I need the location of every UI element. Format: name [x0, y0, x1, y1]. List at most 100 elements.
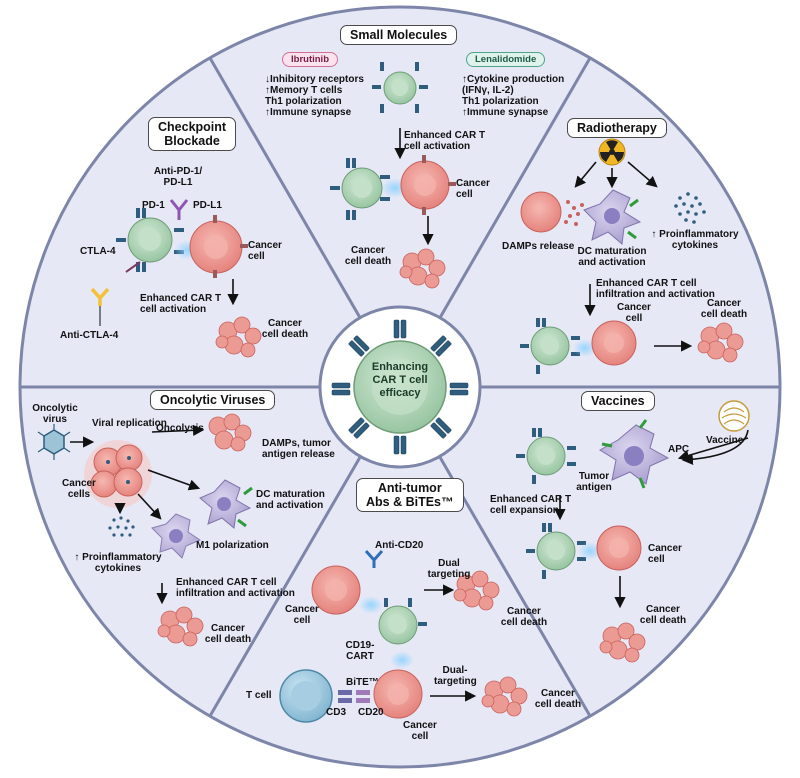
at-cd19-line-1: CD19- [345, 640, 375, 651]
at-dual-line-2: targeting [427, 569, 471, 580]
cp-cancer-cell-label: Cancer cell [248, 240, 282, 262]
ov-enhanced-line-1: Enhanced CAR T cell [176, 577, 277, 588]
checkpoint-title: Checkpoint Blockade [148, 117, 237, 151]
lenalidomide-effects: ↑Cytokine production (IFNγ, IL-2) Th1 po… [462, 74, 564, 118]
center-line-1: Enhancing [371, 361, 429, 373]
at-death2-line-1: Cancer [541, 688, 575, 699]
rt-cancer-cell [591, 320, 637, 366]
ibrutinib-effects: ↓Inhibitory receptors ↑Memory T cells Th… [265, 74, 364, 118]
cp-cancer-line-2: cell [248, 251, 265, 262]
lenalidomide-effect-1: ↑Cytokine production [462, 74, 565, 85]
ov-replication-label: Viral replication [92, 418, 167, 429]
vax-apc-cell [599, 419, 670, 489]
ov-virus-label: Oncolytic virus [30, 403, 80, 425]
ov-cancer-line-2: cells [67, 489, 91, 500]
ov-m1-cell [151, 513, 202, 559]
rt-dc-line-1: DC maturation [577, 246, 647, 257]
vax-cancer-death [599, 622, 646, 663]
at-cancer-death [453, 570, 500, 611]
center-line-2: CAR T cell [372, 374, 428, 386]
vax-antigen-line-1: Tumor [578, 471, 610, 482]
rt-enhanced-line-2: infiltration and activation [596, 289, 715, 300]
sm-cancer-cell-label: Cancer cell [456, 178, 490, 200]
at-death2-line-2: cell death [534, 699, 582, 710]
rt-tcell [520, 318, 580, 374]
ov-death-line-2: cell death [204, 634, 252, 645]
ov-death-label: Cancer cell death [200, 623, 256, 645]
rt-enhanced-label: Enhanced CAR T cell infiltration and act… [596, 278, 715, 300]
ov-death-line-1: Cancer [211, 623, 245, 634]
ibrutinib-effect-4: ↑Immune synapse [265, 107, 352, 118]
vax-antigen-line-2: antigen [576, 482, 612, 493]
vax-death-label: Cancer cell death [636, 604, 690, 626]
at-cd20-label: CD20 [358, 707, 384, 718]
at-cancer-cell [311, 565, 361, 615]
ov-dc-cell [199, 479, 253, 529]
sm-cancer-death [399, 248, 446, 289]
rt-proinflam-label: ↑ Proinflammatory cytokines [650, 229, 740, 251]
cp-cancer-cell [189, 215, 248, 278]
vax-tcell2 [526, 523, 586, 579]
at-cancer-line-1: Cancer [285, 604, 319, 615]
vaccine-curve-arrow [681, 429, 749, 465]
rt-death-line-2: cell death [700, 309, 748, 320]
bite-molecule-icon [338, 690, 370, 703]
cp-activation-label: Enhanced CAR T cell activation [140, 293, 221, 315]
pd1-antibody-icon [169, 199, 189, 220]
cp-cancer-death [215, 316, 262, 358]
ov-enhanced-line-2: infiltration and activation [176, 588, 295, 599]
cp-activation-line-1: Enhanced CAR T [140, 293, 222, 304]
pdl1-label: PD-L1 [193, 200, 222, 211]
lenalidomide-effect-3: Th1 polarization [462, 96, 539, 107]
at-dual-label: Dual targeting [424, 558, 474, 580]
lenalidomide-effect-2: (IFNγ, IL-2) [462, 85, 514, 96]
vax-death-line-1: Cancer [646, 604, 680, 615]
ov-cancer-death [157, 606, 204, 647]
vax-cancer-cell [596, 525, 642, 571]
rt-cancer-line-1: Cancer [617, 302, 651, 313]
rt-cancer-death [697, 322, 744, 363]
vax-cancer-line-1: Cancer [648, 543, 682, 554]
at-death1-line-2: cell death [500, 617, 548, 628]
at-cancer-cell-label: Cancer cell [284, 604, 320, 626]
at-dual-line-1: Dual [438, 558, 460, 569]
vax-death-line-2: cell death [639, 615, 687, 626]
antitumor-title-line-2: Abs & BiTEs™ [366, 495, 454, 509]
anti-pd1-line-2: PD-L1 [163, 177, 193, 188]
ov-dc-line-2: and activation [256, 500, 324, 511]
at-cancer2-line-1: Cancer [403, 720, 437, 731]
center-car-t-cell [331, 319, 469, 455]
antitumor-title-line-1: Anti-tumor [377, 481, 442, 495]
ibrutinib-effect-3: Th1 polarization [265, 96, 342, 107]
rt-cancer-line-2: cell [625, 313, 643, 324]
at-cancer-cell2 [373, 669, 423, 719]
ov-cancer-line-1: Cancer [62, 478, 96, 489]
vax-expansion-line-1: Enhanced CAR T [490, 494, 572, 505]
ov-damps-line-1: DAMPs, tumor [262, 438, 331, 449]
at-tcell-label: T cell [246, 690, 272, 701]
ov-lysis-cell [208, 413, 252, 452]
sm-cancer-line-1: Cancer [456, 178, 490, 189]
anti-cd20-label: Anti-CD20 [375, 540, 424, 551]
antitumor-title: Anti-tumor Abs & BiTEs™ [356, 478, 464, 512]
ov-m1-label: M1 polarization [196, 540, 269, 551]
ov-cytokine-dots [108, 516, 135, 537]
sm-death-label: Cancer cell death [340, 245, 396, 267]
center-title: Enhancing CAR T cell efficacy [355, 361, 445, 400]
ov-oncolysis-label: Oncolysis [156, 423, 204, 434]
rt-enhanced-line-1: Enhanced CAR T cell [596, 278, 697, 289]
checkpoint-title-line-1: Checkpoint [158, 120, 227, 134]
at-cd19-cart [378, 598, 427, 645]
cp-death-label: Cancer cell death [258, 318, 312, 340]
ctla4-label: CTLA-4 [80, 246, 116, 257]
cp-activation-line-2: cell activation [140, 304, 207, 315]
lenalidomide-badge: Lenalidomide [466, 52, 546, 67]
ov-damps-label: DAMPs, tumor antigen release [262, 438, 335, 460]
at-death2-label: Cancer cell death [530, 688, 586, 710]
anti-cd20-antibody-icon [364, 550, 384, 568]
at-cancer2-line-2: cell [411, 731, 429, 742]
sm-activation-line-2: cell activation [404, 141, 471, 152]
rt-dc-cell [583, 189, 642, 245]
rt-death-label: Cancer cell death [694, 298, 754, 320]
